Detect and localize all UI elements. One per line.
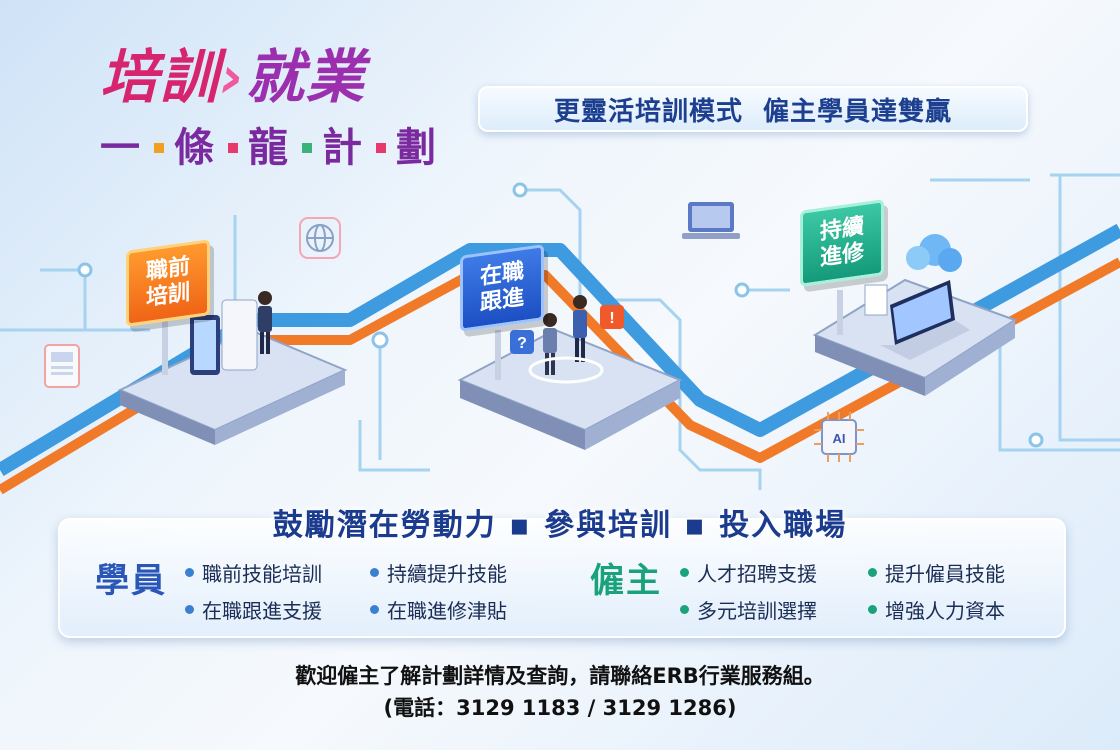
stage-label: 持續進修 (819, 213, 864, 272)
employer-col1: 人才招聘支援 多元培訓選擇 (680, 558, 817, 624)
list-item: 職前技能培訓 (185, 558, 322, 587)
slogan-banner: 更靈活培訓模式 僱主學員達雙贏 (478, 86, 1028, 132)
svg-text:AI: AI (833, 431, 846, 446)
item-text: 持續提升技能 (387, 562, 507, 586)
person-presenter (258, 291, 272, 354)
title-sub-char: 劃 (396, 125, 440, 171)
ai-chip-icon: AI (814, 412, 864, 462)
list-item: 多元培訓選擇 (680, 595, 817, 624)
title-sub: 一 條 龍 計 劃 (100, 128, 440, 168)
stage-label: 職前培訓 (145, 253, 190, 312)
item-text: 提升僱員技能 (885, 562, 1005, 586)
separator-dot (302, 143, 312, 153)
bullet-icon (680, 568, 689, 577)
study-laptop (864, 234, 970, 360)
bullet-icon (370, 568, 379, 577)
svg-text:?: ? (517, 335, 527, 352)
benefits-box (58, 518, 1066, 638)
trainee-label: 學員 (95, 561, 167, 601)
title-main: 培訓›就業 (100, 43, 366, 111)
contact-phone: (電話：3129 1183 / 3129 1286) (383, 696, 737, 720)
item-text: 多元培訓選擇 (697, 599, 817, 623)
platform-pre-training (117, 328, 348, 445)
item-text: 在職進修津貼 (387, 599, 507, 623)
bullet-icon (868, 568, 877, 577)
people-handshake (528, 295, 604, 384)
title-part2: 就業 (245, 43, 366, 111)
headline: 鼓勵潛在勞動力 ▪ 參與培訓 ▪ 投入職場 (272, 508, 848, 543)
separator-dot (228, 143, 238, 153)
list-item: 在職跟進支援 (185, 595, 322, 624)
screen-board (190, 299, 258, 375)
laptop-icon (682, 202, 740, 239)
item-text: 增強人力資本 (885, 599, 1005, 623)
platform-on-the-job (457, 328, 683, 450)
list-item: 在職進修津貼 (370, 595, 507, 624)
title-sub-char: 計 (322, 125, 366, 171)
bullet-icon (185, 605, 194, 614)
employer-label: 僱主 (590, 561, 662, 601)
separator-dot (376, 143, 386, 153)
item-text: 人才招聘支援 (697, 562, 817, 586)
bullet-icon (370, 605, 379, 614)
item-text: 在職跟進支援 (202, 599, 322, 623)
contact-line-1: 歡迎僱主了解計劃詳情及查詢，請聯絡ERB行業服務組。 (295, 664, 825, 688)
svg-text:!: ! (609, 310, 614, 327)
question-box: ? ! (510, 305, 624, 354)
stage-sign-on-the-job: 在職跟進 (460, 244, 544, 332)
stage-sign-further-study: 持續進修 (800, 199, 884, 287)
trainee-col1: 職前技能培訓 在職跟進支援 (185, 558, 322, 624)
employer-col2: 提升僱員技能 增強人力資本 (868, 558, 1005, 624)
title-part1: 培訓 (100, 43, 221, 111)
globe-network-icon (299, 217, 341, 259)
list-item: 持續提升技能 (370, 558, 507, 587)
stage-label: 在職跟進 (479, 258, 524, 317)
title-sub-char: 一 (100, 125, 144, 171)
list-item: 人才招聘支援 (680, 558, 817, 587)
title-sub-char: 條 (174, 125, 218, 171)
item-text: 職前技能培訓 (202, 562, 322, 586)
bullet-icon (868, 605, 877, 614)
tablet-icon (44, 344, 80, 388)
list-item: 提升僱員技能 (868, 558, 1005, 587)
separator-dot (154, 143, 164, 153)
title-sub-char: 龍 (248, 125, 292, 171)
list-item: 增強人力資本 (868, 595, 1005, 624)
bullet-icon (185, 568, 194, 577)
trainee-col2: 持續提升技能 在職進修津貼 (370, 558, 507, 624)
stage-sign-pre-training: 職前培訓 (126, 239, 210, 327)
bullet-icon (680, 605, 689, 614)
